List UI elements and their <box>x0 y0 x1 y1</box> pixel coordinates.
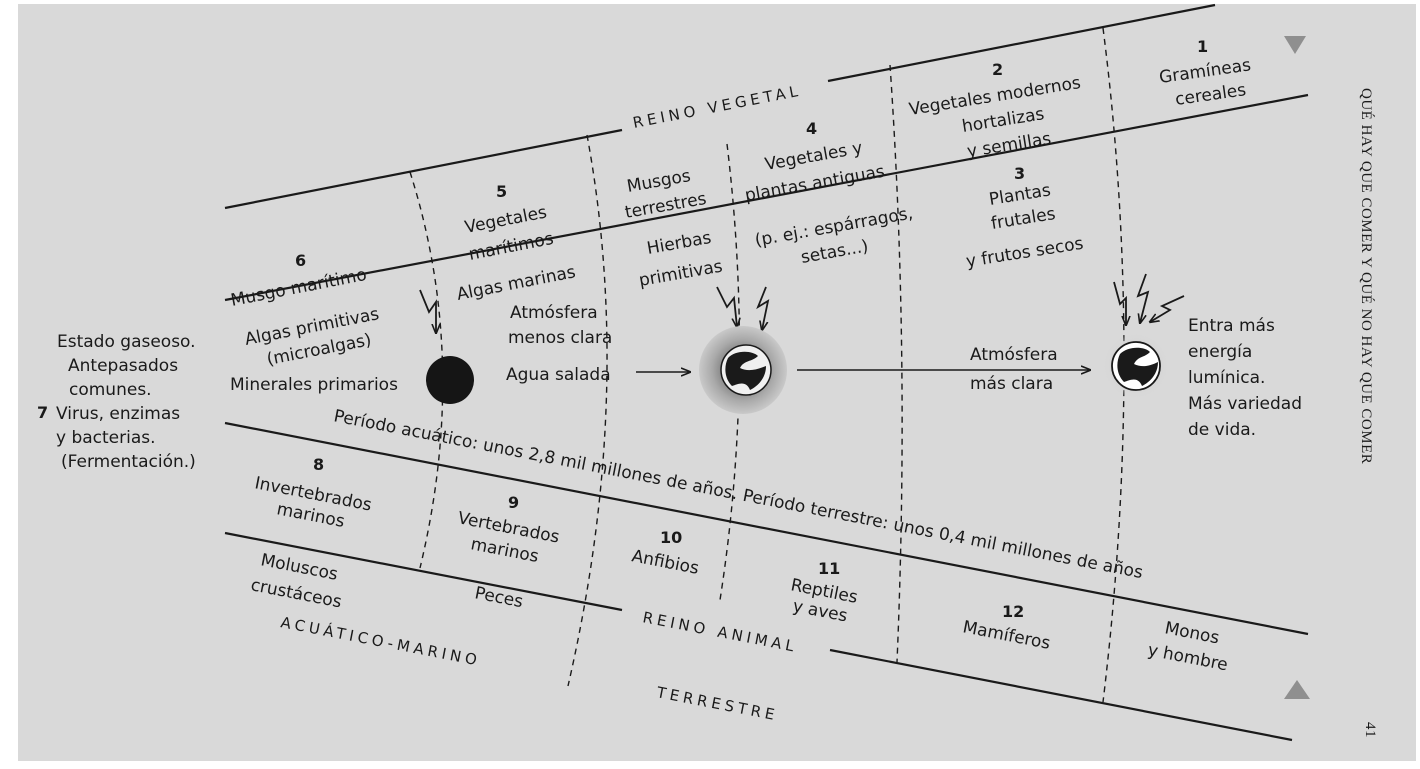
group-label: menos clara <box>508 328 612 348</box>
group-number: 7 <box>37 403 48 422</box>
minerales-label: Minerales primarios <box>230 375 398 395</box>
triangle-down-icon <box>1284 36 1306 54</box>
origin-block: Estado gaseoso. Antepasados comunes. 7 V… <box>37 332 196 472</box>
primitive-earth-icon <box>699 326 787 414</box>
lightning-icons <box>419 273 1185 333</box>
group-number: 12 <box>1002 602 1024 621</box>
origin-line: Estado gaseoso. <box>57 332 196 352</box>
group-label: Atmósfera <box>510 303 598 323</box>
line-upper-mid <box>224 93 1309 302</box>
origin-line: (Fermentación.) <box>61 452 196 472</box>
group-number: 2 <box>992 60 1003 79</box>
lightning-icon <box>716 286 737 327</box>
line-bottom-right <box>829 648 1293 742</box>
group-label: Más variedad <box>1188 394 1302 414</box>
group-number: 1 <box>1197 37 1208 56</box>
lightning-icon <box>1150 295 1185 322</box>
lightning-icon <box>756 286 770 330</box>
group-number: 6 <box>295 251 306 270</box>
group-number: 8 <box>313 455 324 474</box>
group-label: Atmósfera <box>970 345 1058 365</box>
group-label: de vida. <box>1188 420 1256 440</box>
energia-luminica: Entra más energía lumínica. Más variedad… <box>1188 316 1302 440</box>
lightning-icon <box>1113 281 1126 325</box>
atmosfera-menos-clara: Atmósfera menos clara <box>508 303 612 348</box>
group-number: 9 <box>508 493 519 512</box>
dashed-divider-4 <box>889 64 903 663</box>
modern-earth-icon <box>1102 332 1170 400</box>
triangle-up-icon <box>1284 680 1310 699</box>
line-top-right <box>827 3 1216 83</box>
group-label: Entra más <box>1188 316 1275 336</box>
group-number: 5 <box>496 182 507 201</box>
group-label: más clara <box>970 374 1053 394</box>
lightning-icon <box>1136 273 1150 323</box>
group-label: lumínica. <box>1188 368 1265 388</box>
lightning-icon <box>419 289 436 333</box>
agua-salada-label: Agua salada <box>506 365 611 385</box>
group-number: 3 <box>1014 164 1025 183</box>
group-label: energía <box>1188 342 1252 362</box>
line-bottom-left <box>224 531 623 612</box>
line-lower-mid <box>224 421 1309 636</box>
dashed-divider-2 <box>567 134 608 687</box>
divider-lines <box>224 3 1309 742</box>
page-number: 41 <box>1362 722 1378 738</box>
origin-line: Virus, enzimas <box>56 404 180 424</box>
dark-planet-icon <box>426 356 474 404</box>
origin-line: comunes. <box>69 380 152 400</box>
dashed-divider-1 <box>409 171 444 569</box>
line-top-left <box>224 128 623 210</box>
origin-line: Antepasados <box>68 356 178 376</box>
group-number: 10 <box>660 528 682 547</box>
group-number: 4 <box>806 119 817 138</box>
atmosfera-mas-clara: Atmósfera más clara <box>970 345 1058 394</box>
group-number: 11 <box>818 559 840 578</box>
running-header: QUÉ HAY QUE COMER Y QUÉ NO HAY QUE COMER <box>1358 88 1375 464</box>
origin-line: y bacterias. <box>56 428 156 448</box>
